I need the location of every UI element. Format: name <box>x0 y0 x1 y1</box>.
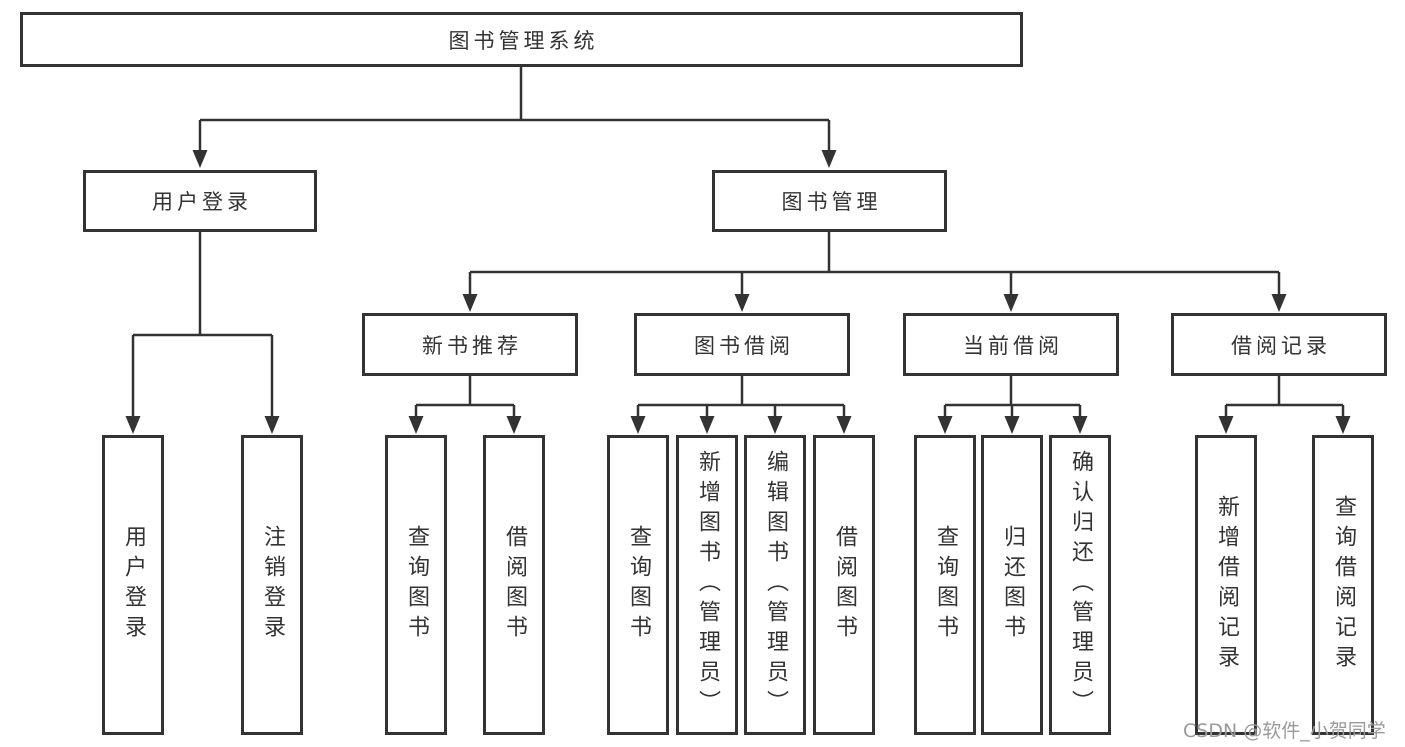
node-label: 借阅记录 <box>1231 333 1331 358</box>
node-label: 当前借阅 <box>963 333 1063 358</box>
leaf-query-books-recommend: 查询图书 <box>385 435 447 735</box>
node-book-management: 图书管理 <box>712 170 947 232</box>
edge-root-to-level2 <box>198 67 831 150</box>
node-label: 借阅图书 <box>502 525 527 645</box>
node-label: 编辑图书（管理员） <box>763 450 788 720</box>
csdn-watermark: CSDN @软件_小贺同学 <box>1183 720 1386 742</box>
arrow-down-icon <box>630 416 646 434</box>
node-label: 图书管理系统 <box>448 28 599 53</box>
node-label: 图书管理 <box>781 190 882 214</box>
leaf-logout-login: 注销登录 <box>241 435 303 735</box>
leaf-return-books: 归还图书 <box>981 435 1043 735</box>
node-label: 查询图书 <box>933 525 958 645</box>
arrow-down-icon <box>1003 294 1019 312</box>
node-label: 归还图书 <box>1000 525 1025 645</box>
leaf-confirm-return-admin: 确认归还（管理员） <box>1049 435 1111 735</box>
node-label: 查询图书 <box>626 525 651 645</box>
arrow-down-icon <box>836 416 852 434</box>
edge-book-management-to-level3 <box>468 232 1281 295</box>
node-current-borrowing: 当前借阅 <box>903 313 1119 376</box>
leaf-query-books-borrowing: 查询图书 <box>607 435 669 735</box>
arrow-down-icon <box>264 416 280 434</box>
edge-user-login-to-leaves <box>131 232 274 417</box>
arrow-down-icon <box>937 416 953 434</box>
arrow-down-icon <box>408 416 424 434</box>
edge-new-book-to-leaves <box>414 376 516 417</box>
node-book-borrowing: 图书借阅 <box>634 313 850 376</box>
node-label: 图书借阅 <box>694 333 794 358</box>
leaf-borrow-books-recommend: 借阅图书 <box>483 435 545 735</box>
node-user-login: 用户登录 <box>83 170 317 232</box>
node-library-system: 图书管理系统 <box>20 12 1023 67</box>
node-label: 新增图书（管理员） <box>695 450 720 720</box>
arrow-down-icon <box>1218 416 1234 434</box>
arrow-down-icon <box>1271 294 1287 312</box>
node-borrowing-records: 借阅记录 <box>1171 313 1387 376</box>
arrow-down-icon <box>1072 416 1088 434</box>
arrow-down-icon <box>699 416 715 434</box>
arrow-down-icon <box>462 294 478 312</box>
arrow-down-icon <box>1335 416 1351 434</box>
leaf-user-login: 用户登录 <box>102 435 164 735</box>
leaf-query-borrow-record: 查询借阅记录 <box>1312 435 1374 735</box>
node-label: 查询借阅记录 <box>1331 495 1356 675</box>
arrow-down-icon <box>767 416 783 434</box>
node-label: 新书推荐 <box>422 333 522 358</box>
leaf-query-books-current: 查询图书 <box>914 435 976 735</box>
edge-book-borrowing-to-leaves <box>636 376 846 417</box>
edge-current-borrowing-to-leaves <box>943 376 1082 417</box>
arrow-down-icon <box>506 416 522 434</box>
leaf-add-borrow-record: 新增借阅记录 <box>1195 435 1257 735</box>
node-label: 新增借阅记录 <box>1214 495 1239 675</box>
node-label: 用户登录 <box>121 525 146 645</box>
arrow-down-icon <box>1004 416 1020 434</box>
arrow-down-icon <box>821 150 837 168</box>
node-label: 查询图书 <box>404 525 429 645</box>
leaf-edit-books-admin: 编辑图书（管理员） <box>744 435 806 735</box>
edge-borrowing-records-to-leaves <box>1224 376 1345 417</box>
node-new-book-recommend: 新书推荐 <box>362 313 578 376</box>
node-label: 用户登录 <box>152 190 252 214</box>
arrow-down-icon <box>125 416 141 434</box>
arrow-down-icon <box>734 294 750 312</box>
arrow-down-icon <box>192 150 208 168</box>
node-label: 确认归还（管理员） <box>1068 450 1093 720</box>
node-label: 借阅图书 <box>832 525 857 645</box>
node-label: 注销登录 <box>260 525 285 645</box>
leaf-add-books-admin: 新增图书（管理员） <box>676 435 738 735</box>
leaf-borrow-books-borrowing: 借阅图书 <box>813 435 875 735</box>
